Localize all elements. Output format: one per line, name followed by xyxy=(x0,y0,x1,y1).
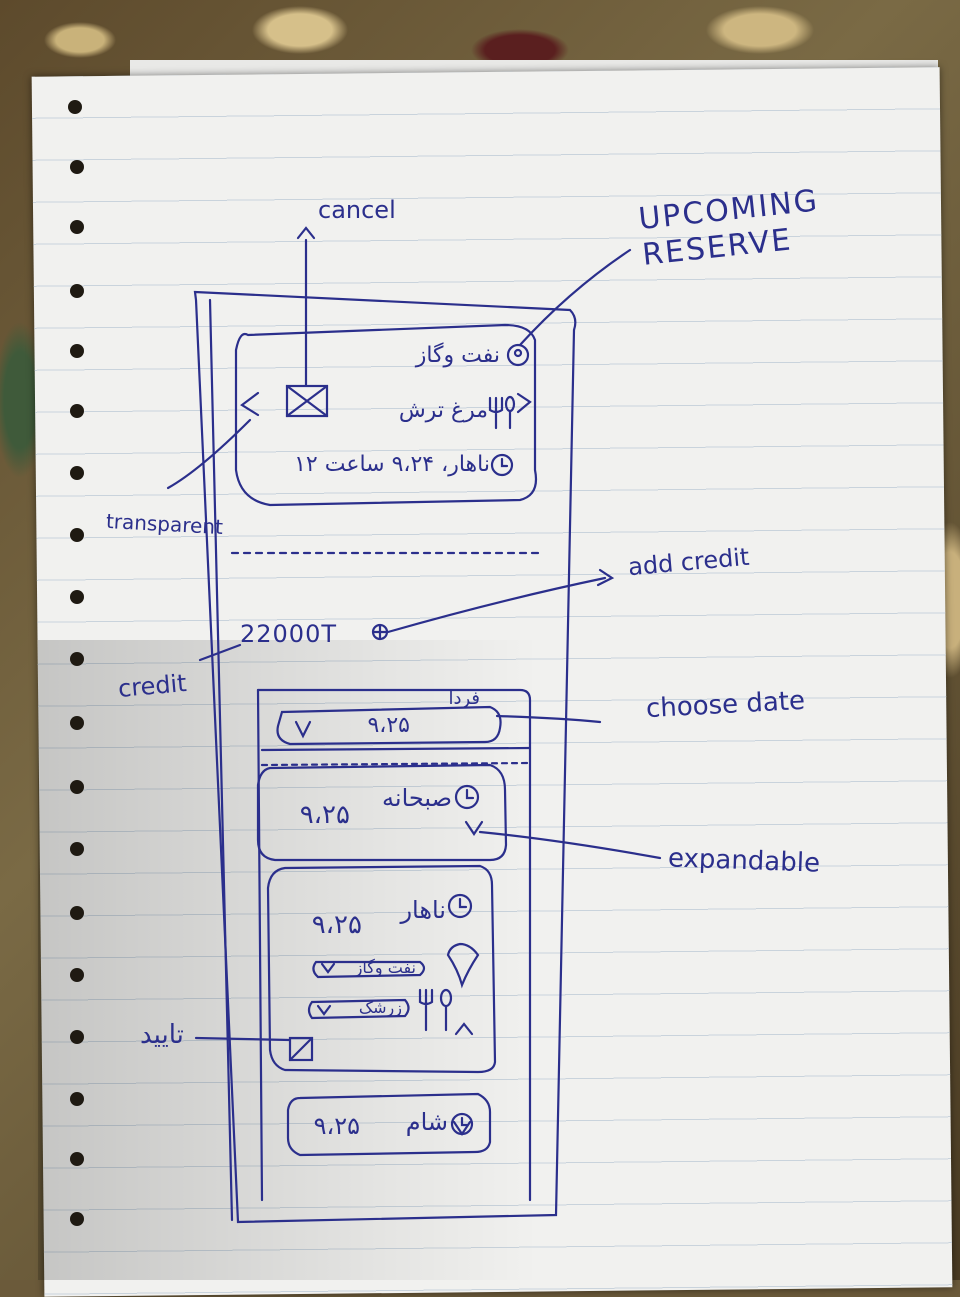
annotation-confirm: تایید xyxy=(140,1020,184,1050)
reserve-food: مرغ ترش xyxy=(398,398,488,423)
meal-lunch-name: ناهار xyxy=(400,896,446,924)
confirm-checkbox[interactable] xyxy=(288,1036,314,1062)
meal-dinner-date: ۹،۲۵ xyxy=(313,1112,360,1140)
lunch-collapse-chevron[interactable] xyxy=(452,1020,476,1040)
cancel-button[interactable] xyxy=(285,384,329,418)
date-picker-label: فردا xyxy=(448,688,480,709)
annotation-expandable: expandable xyxy=(667,843,821,879)
shadow xyxy=(38,640,538,1280)
meal-lunch-date: ۹،۲۵ xyxy=(311,910,362,940)
meal-breakfast-date: ۹،۲۵ xyxy=(299,800,350,830)
meal-lunch-food[interactable]: زرشک xyxy=(358,998,402,1017)
meal-lunch-location[interactable]: نفت وگاز xyxy=(354,958,416,977)
date-dropdown-chevron[interactable] xyxy=(290,716,314,740)
credit-amount: 22000T xyxy=(240,620,338,648)
date-picker-value[interactable]: ۹،۲۵ xyxy=(367,713,410,738)
next-reserve-button[interactable] xyxy=(512,390,536,418)
meal-dinner-name: شام xyxy=(405,1108,448,1136)
annotation-credit: credit xyxy=(116,669,188,703)
prev-reserve-button[interactable] xyxy=(236,390,264,420)
dinner-expand-chevron[interactable] xyxy=(450,1118,474,1138)
meal-breakfast-name: صبحانه xyxy=(382,784,452,812)
reserve-location: نفت وگاز xyxy=(415,343,500,368)
breakfast-expand-chevron[interactable] xyxy=(462,816,486,840)
annotation-cancel: cancel xyxy=(318,196,396,224)
reserve-time: ناهار، ۹،۲۴ ساعت ۱۲ xyxy=(294,452,490,477)
add-credit-button[interactable] xyxy=(370,622,390,642)
